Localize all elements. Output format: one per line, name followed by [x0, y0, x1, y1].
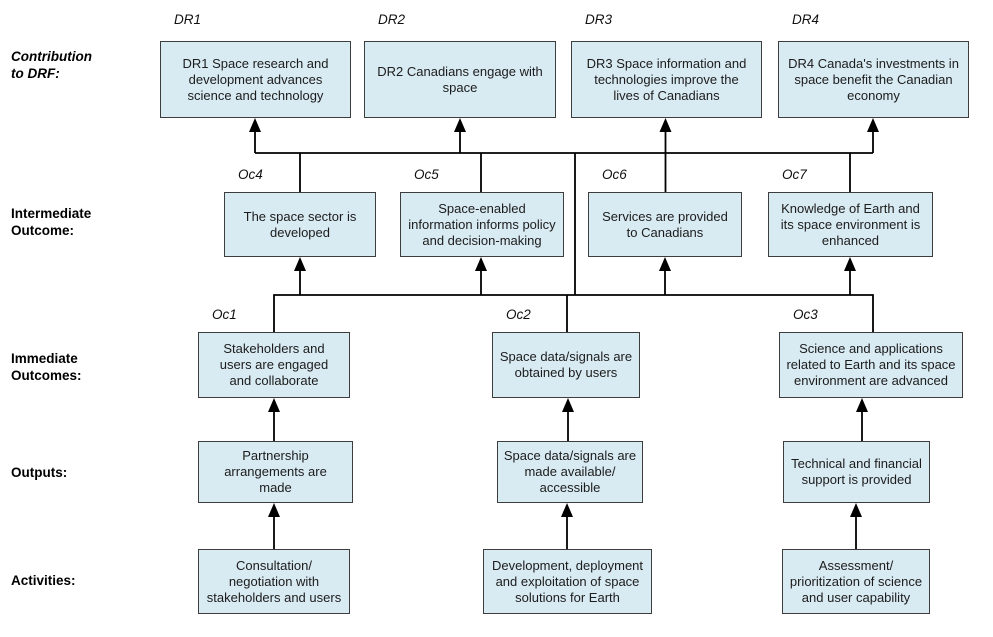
node-oc1-text: Stakeholders and users are engaged and c… [219, 341, 329, 388]
node-dr4-box: DR4 Canada's investments in space benefi… [778, 41, 969, 118]
row-label-activities: Activities: [11, 573, 76, 588]
node-oc3-box: Science and applications related to Eart… [779, 332, 963, 398]
node-oc2-box: Space data/signals are obtained by users [492, 332, 640, 398]
bus-middle [273, 294, 874, 332]
node-output1-text: Partnership arrangements are made [224, 448, 327, 495]
row-label-contribution-to-drf: Contribution to DRF: [11, 49, 92, 81]
node-dr2-tag: DR2 [378, 12, 406, 27]
row-label-outputs: Outputs: [11, 465, 68, 480]
node-oc7-text: Knowledge of Earth and its space environ… [780, 200, 921, 248]
node-activity2-text: Development, deployment and exploitation… [491, 557, 644, 605]
node-oc2-tag: Oc2 [506, 307, 531, 322]
node-activity3-text: Assessment/ prioritization of science an… [789, 557, 923, 605]
node-activity1-text: Consultation/ negotiation with stakehold… [206, 557, 342, 605]
node-oc6-tag: Oc6 [602, 167, 627, 182]
node-dr1-text: DR1 Space research and development advan… [182, 55, 329, 103]
node-dr3-text: DR3 Space information and technologies i… [586, 55, 747, 103]
node-dr4-text: DR4 Canada's investments in space benefi… [788, 55, 959, 103]
node-dr1-box: DR1 Space research and development advan… [160, 41, 351, 118]
node-output3-text: Technical and financial support is provi… [791, 456, 922, 487]
node-output2-text: Space data/signals are made available/ a… [503, 448, 637, 495]
node-dr3-tag: DR3 [585, 12, 613, 27]
node-oc6-text: Services are provided to Canadians [602, 208, 728, 240]
node-oc5-text: Space-enabled information informs policy… [408, 200, 556, 248]
node-activity3-box: Assessment/ prioritization of science an… [782, 549, 930, 614]
node-oc3-text: Science and applications related to Eart… [786, 341, 956, 388]
row-label-immediate-outcomes: Immediate Outcomes: [11, 351, 82, 383]
node-oc1-box: Stakeholders and users are engaged and c… [198, 332, 350, 398]
node-activity2-box: Development, deployment and exploitation… [483, 549, 652, 614]
node-oc7-box: Knowledge of Earth and its space environ… [768, 192, 933, 257]
node-oc6-box: Services are provided to Canadians [588, 192, 742, 257]
node-output3-box: Technical and financial support is provi… [783, 441, 930, 503]
node-oc4-box: The space sector is developed [224, 192, 376, 257]
node-dr2-text: DR2 Canadians engage with space [377, 63, 543, 95]
node-dr2-box: DR2 Canadians engage with space [364, 41, 556, 118]
node-oc7-tag: Oc7 [782, 167, 807, 182]
node-oc2-text: Space data/signals are obtained by users [499, 349, 633, 380]
node-oc3-tag: Oc3 [793, 307, 818, 322]
node-oc1-tag: Oc1 [212, 307, 237, 322]
node-oc5-box: Space-enabled information informs policy… [400, 192, 564, 257]
node-output1-box: Partnership arrangements are made [198, 441, 353, 503]
node-activity1-box: Consultation/ negotiation with stakehold… [198, 549, 350, 614]
node-dr1-tag: DR1 [174, 12, 202, 27]
node-oc4-tag: Oc4 [238, 167, 263, 182]
row-label-intermediate-outcome: Intermediate Outcome: [11, 206, 92, 238]
node-output2-box: Space data/signals are made available/ a… [497, 441, 643, 503]
node-oc4-text: The space sector is developed [243, 208, 357, 240]
node-dr4-tag: DR4 [792, 12, 820, 27]
node-oc5-tag: Oc5 [414, 167, 439, 182]
node-dr3-box: DR3 Space information and technologies i… [571, 41, 762, 118]
